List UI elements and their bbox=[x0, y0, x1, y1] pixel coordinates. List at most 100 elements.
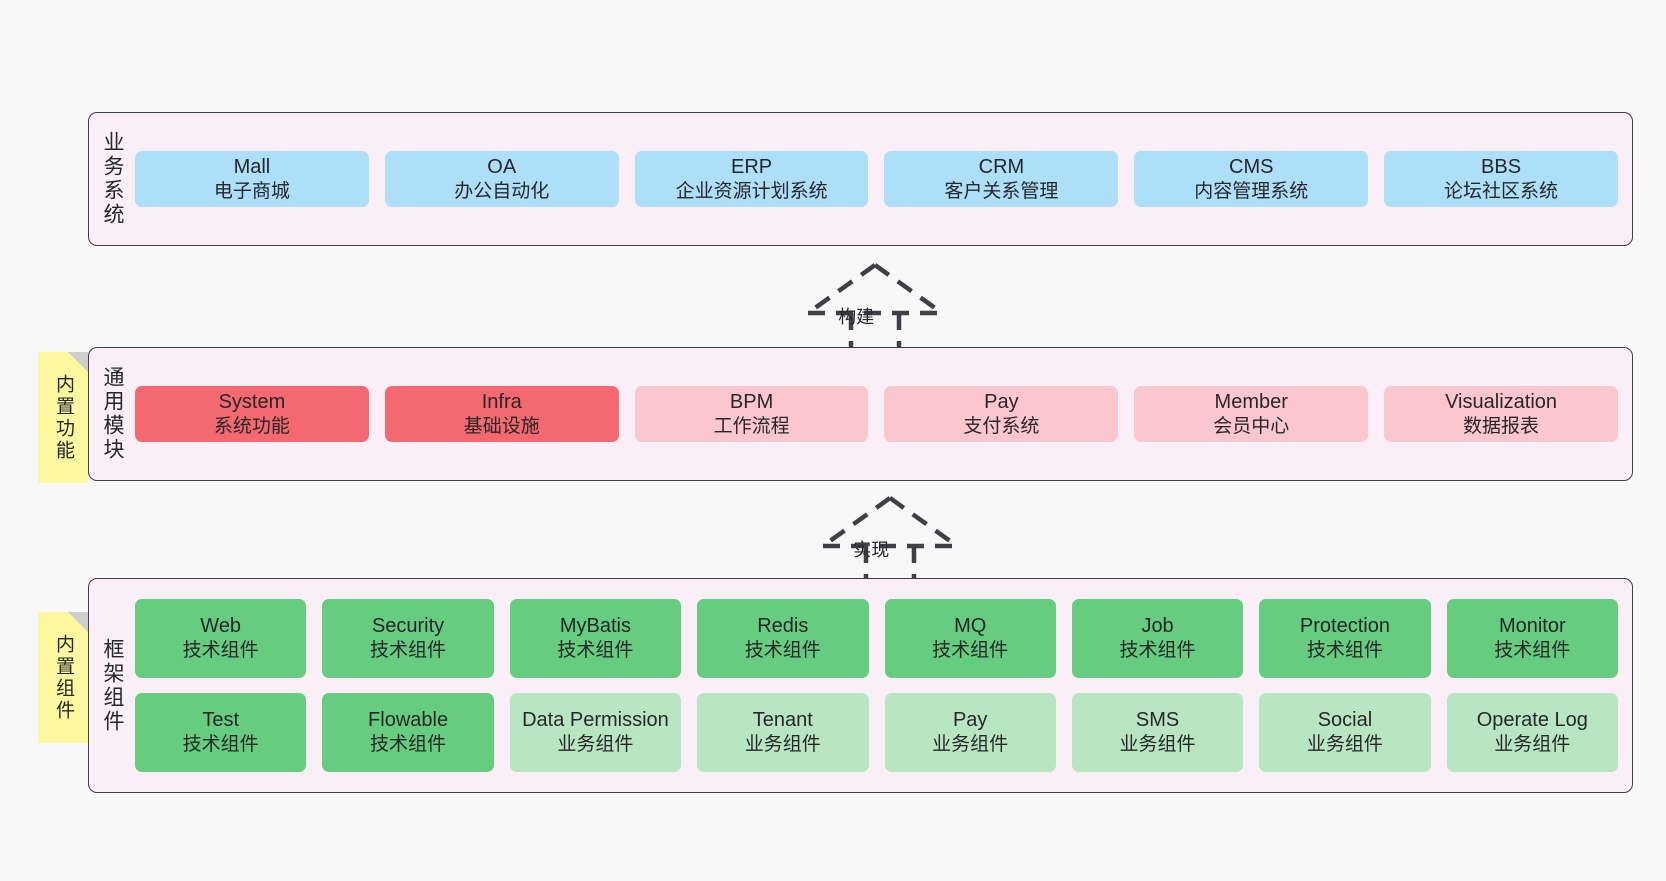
node-row: System 系统功能 Infra 基础设施 BPM 工作流程 Pay 支付系统… bbox=[135, 385, 1618, 443]
node-row: Web 技术组件 Security 技术组件 MyBatis 技术组件 Redi… bbox=[135, 599, 1618, 678]
node-subtitle: 电子商城 bbox=[213, 180, 290, 202]
node-flowable[interactable]: Flowable 技术组件 bbox=[322, 693, 494, 772]
node-title: CMS bbox=[1229, 155, 1274, 178]
node-security[interactable]: Security 技术组件 bbox=[322, 599, 494, 678]
node-title: Data Permission bbox=[522, 709, 669, 732]
node-subtitle: 基础设施 bbox=[463, 415, 540, 437]
node-subtitle: 办公自动化 bbox=[454, 180, 550, 202]
node-member[interactable]: Member 会员中心 bbox=[1134, 385, 1369, 443]
node-row: Test 技术组件 Flowable 技术组件 Data Permission … bbox=[135, 693, 1618, 772]
node-erp[interactable]: ERP 企业资源计划系统 bbox=[634, 150, 869, 208]
node-title: Monitor bbox=[1498, 615, 1566, 638]
build-arrow-icon bbox=[806, 263, 944, 349]
node-subtitle: 技术组件 bbox=[744, 640, 821, 662]
node-web[interactable]: Web 技术组件 bbox=[135, 599, 307, 678]
node-subtitle: 业务组件 bbox=[1494, 734, 1571, 756]
node-subtitle: 技术组件 bbox=[370, 640, 447, 662]
node-crm[interactable]: CRM 客户关系管理 bbox=[884, 150, 1119, 208]
implement-arrow-icon bbox=[821, 496, 959, 582]
node-title: Mall bbox=[233, 155, 271, 178]
node-subtitle: 客户关系管理 bbox=[944, 180, 1059, 202]
node-subtitle: 工作流程 bbox=[713, 415, 790, 437]
node-protection[interactable]: Protection 技术组件 bbox=[1259, 599, 1431, 678]
layer-common-modules: 通用模块 System 系统功能 Infra 基础设施 BPM 工作流程 Pay… bbox=[88, 347, 1633, 481]
layer-body-common-modules: System 系统功能 Infra 基础设施 BPM 工作流程 Pay 支付系统… bbox=[135, 348, 1632, 480]
node-title: Job bbox=[1141, 615, 1174, 638]
node-title: Infra bbox=[481, 390, 522, 413]
node-title: Pay bbox=[984, 390, 1019, 413]
node-title: SMS bbox=[1135, 709, 1180, 732]
layer-framework-components: 框架组件 Web 技术组件 Security 技术组件 MyBatis 技术组件… bbox=[88, 578, 1633, 793]
node-title: Flowable bbox=[368, 709, 449, 732]
node-title: Operate Log bbox=[1476, 709, 1588, 732]
node-subtitle: 业务组件 bbox=[744, 734, 821, 756]
node-title: Social bbox=[1317, 709, 1373, 732]
node-title: Protection bbox=[1299, 615, 1390, 638]
connector-build-label: 构建 bbox=[838, 307, 875, 327]
node-infra[interactable]: Infra 基础设施 bbox=[384, 385, 619, 443]
node-oa[interactable]: OA 办公自动化 bbox=[384, 150, 619, 208]
node-subtitle: 内容管理系统 bbox=[1194, 180, 1309, 202]
note-builtin-features: 内置功能 bbox=[38, 352, 88, 483]
note-fold-corner-icon bbox=[68, 612, 88, 632]
node-sms[interactable]: SMS 业务组件 bbox=[1071, 693, 1244, 772]
layer-body-framework-components: Web 技术组件 Security 技术组件 MyBatis 技术组件 Redi… bbox=[135, 579, 1632, 792]
node-subtitle: 技术组件 bbox=[1306, 640, 1383, 662]
node-title: BPM bbox=[729, 390, 774, 413]
node-monitor[interactable]: Monitor 技术组件 bbox=[1446, 599, 1618, 678]
node-title: BBS bbox=[1481, 155, 1522, 178]
layer-body-business-systems: Mall 电子商城 OA 办公自动化 ERP 企业资源计划系统 CRM 客户关系… bbox=[135, 113, 1632, 245]
node-system[interactable]: System 系统功能 bbox=[135, 385, 369, 443]
node-bbs[interactable]: BBS 论坛社区系统 bbox=[1384, 150, 1618, 208]
node-social[interactable]: Social 业务组件 bbox=[1259, 693, 1431, 772]
node-pay-component[interactable]: Pay 业务组件 bbox=[884, 693, 1056, 772]
node-row: Mall 电子商城 OA 办公自动化 ERP 企业资源计划系统 CRM 客户关系… bbox=[135, 150, 1618, 208]
node-mybatis[interactable]: MyBatis 技术组件 bbox=[509, 599, 682, 678]
node-mall[interactable]: Mall 电子商城 bbox=[135, 150, 369, 208]
node-subtitle: 技术组件 bbox=[182, 734, 259, 756]
node-subtitle: 论坛社区系统 bbox=[1444, 180, 1559, 202]
node-mq[interactable]: MQ 技术组件 bbox=[884, 599, 1056, 678]
node-subtitle: 技术组件 bbox=[932, 640, 1009, 662]
node-title: Visualization bbox=[1445, 390, 1558, 413]
node-title: Test bbox=[202, 709, 240, 732]
connector-implement: 实现 bbox=[810, 490, 970, 582]
note-builtin-components: 内置组件 bbox=[38, 612, 88, 743]
node-title: OA bbox=[487, 155, 517, 178]
node-subtitle: 企业资源计划系统 bbox=[675, 180, 828, 202]
layer-title-framework-components: 框架组件 bbox=[101, 637, 125, 734]
node-redis[interactable]: Redis 技术组件 bbox=[697, 599, 869, 678]
node-title: Web bbox=[200, 615, 242, 638]
node-test[interactable]: Test 技术组件 bbox=[135, 693, 307, 772]
node-title: ERP bbox=[731, 155, 773, 178]
node-subtitle: 技术组件 bbox=[557, 640, 634, 662]
node-bpm[interactable]: BPM 工作流程 bbox=[634, 385, 869, 443]
node-subtitle: 业务组件 bbox=[1306, 734, 1383, 756]
node-operate-log[interactable]: Operate Log 业务组件 bbox=[1446, 693, 1618, 772]
node-tenant[interactable]: Tenant 业务组件 bbox=[697, 693, 869, 772]
layer-business-systems: 业务系统 Mall 电子商城 OA 办公自动化 ERP 企业资源计划系统 CRM… bbox=[88, 112, 1633, 246]
node-title: Security bbox=[371, 615, 445, 638]
layer-title-common-modules: 通用模块 bbox=[101, 366, 125, 462]
node-subtitle: 技术组件 bbox=[182, 640, 259, 662]
node-title: Member bbox=[1214, 390, 1288, 413]
node-cms[interactable]: CMS 内容管理系统 bbox=[1134, 150, 1369, 208]
node-subtitle: 支付系统 bbox=[963, 415, 1040, 437]
node-subtitle: 会员中心 bbox=[1213, 415, 1290, 437]
node-title: Tenant bbox=[752, 709, 813, 732]
node-title: CRM bbox=[978, 155, 1025, 178]
note-fold-corner-icon bbox=[68, 352, 88, 372]
node-pay-module[interactable]: Pay 支付系统 bbox=[884, 385, 1119, 443]
node-subtitle: 技术组件 bbox=[370, 734, 447, 756]
node-title: MQ bbox=[954, 615, 987, 638]
node-visualization[interactable]: Visualization 数据报表 bbox=[1384, 385, 1618, 443]
node-data-permission[interactable]: Data Permission 业务组件 bbox=[509, 693, 682, 772]
node-title: MyBatis bbox=[559, 615, 631, 638]
node-job[interactable]: Job 技术组件 bbox=[1071, 599, 1244, 678]
note-label: 内置组件 bbox=[52, 633, 74, 722]
node-subtitle: 数据报表 bbox=[1463, 415, 1540, 437]
node-subtitle: 技术组件 bbox=[1119, 640, 1196, 662]
node-subtitle: 技术组件 bbox=[1494, 640, 1571, 662]
node-title: Pay bbox=[952, 709, 988, 732]
